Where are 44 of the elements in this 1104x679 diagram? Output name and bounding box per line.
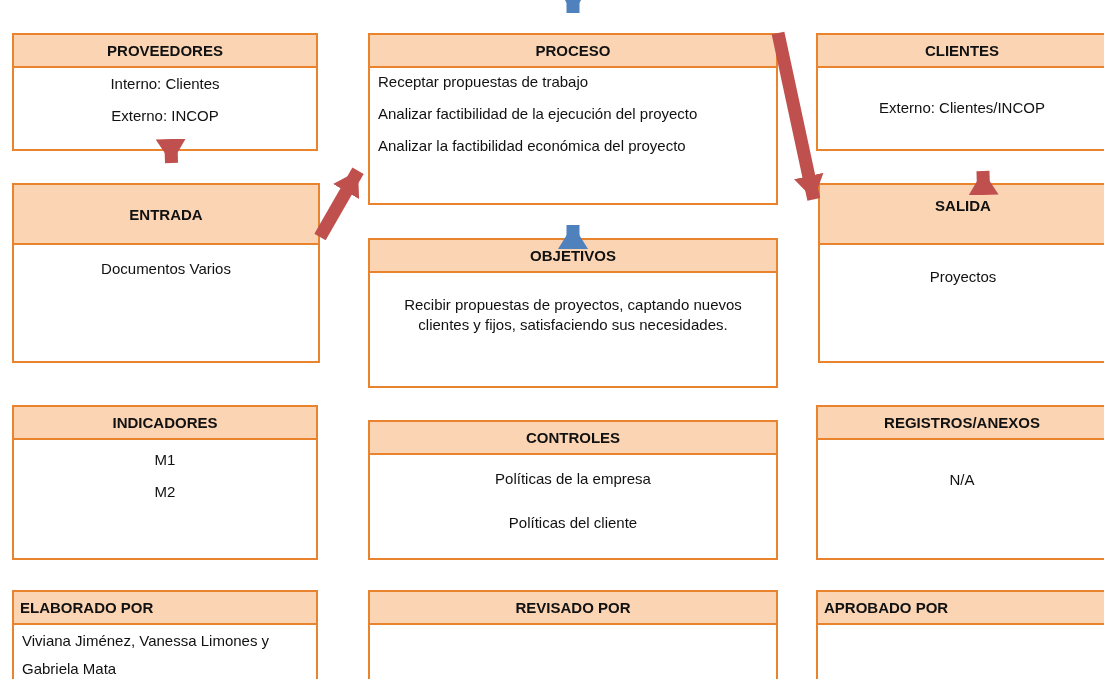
body-text: Receptar propuestas de trabajo xyxy=(378,72,590,92)
card-header: PROVEEDORES xyxy=(14,35,316,68)
card-header: ELABORADO POR xyxy=(14,592,316,625)
body-text: N/A xyxy=(948,470,976,490)
arrow xyxy=(314,167,364,241)
form-card xyxy=(368,33,778,205)
card-header: CLIENTES xyxy=(818,35,1104,68)
body-text: Interno: Clientes xyxy=(109,74,221,94)
form-card xyxy=(12,405,318,560)
card-header: REVISADO POR xyxy=(370,592,776,625)
form-card xyxy=(368,590,778,679)
body-text: Analizar factibilidad de la ejecución del proyecto xyxy=(378,104,699,124)
body-text: Documentos Varios xyxy=(100,259,232,279)
form-card xyxy=(368,238,778,388)
form-card xyxy=(368,420,778,560)
body-text: Proyectos xyxy=(928,267,998,287)
arrow xyxy=(155,138,186,164)
form-card xyxy=(816,33,1104,151)
card-header: ENTRADA xyxy=(14,185,318,245)
body-text: Viviana Jiménez, Vanessa Limones y Gabriela Mata xyxy=(22,631,271,679)
body-text: Externo: Clientes/INCOP xyxy=(878,98,1046,118)
form-card xyxy=(816,590,1104,679)
card-header: APROBADO POR xyxy=(818,592,1104,625)
card-header: INDICADORES xyxy=(14,407,316,440)
body-text: Políticas del cliente xyxy=(507,513,639,533)
form-card xyxy=(12,183,320,363)
arrow xyxy=(968,170,999,196)
body-text: Políticas de la empresa xyxy=(494,469,652,489)
form-card xyxy=(12,33,318,151)
form-card xyxy=(12,590,318,679)
card-header: SALIDA xyxy=(820,185,1104,245)
form-card xyxy=(816,405,1104,560)
card-header: CONTROLES xyxy=(370,422,776,455)
arrow xyxy=(771,31,824,201)
card-header: OBJETIVOS xyxy=(370,240,776,273)
body-text: Analizar la factibilidad económica del proyecto xyxy=(378,136,687,156)
body-text: Externo: INCOP xyxy=(110,106,220,126)
card-header: REGISTROS/ANEXOS xyxy=(818,407,1104,440)
body-text: Recibir propuestas de proyectos, captando nuevos clientes y fijos, satisfaciendo sus necesidades. xyxy=(403,295,743,335)
arrow xyxy=(558,225,588,249)
body-text: M1 xyxy=(153,450,177,470)
body-text: M2 xyxy=(153,482,177,502)
card-header: PROCESO xyxy=(370,35,776,68)
form-card xyxy=(818,183,1104,363)
